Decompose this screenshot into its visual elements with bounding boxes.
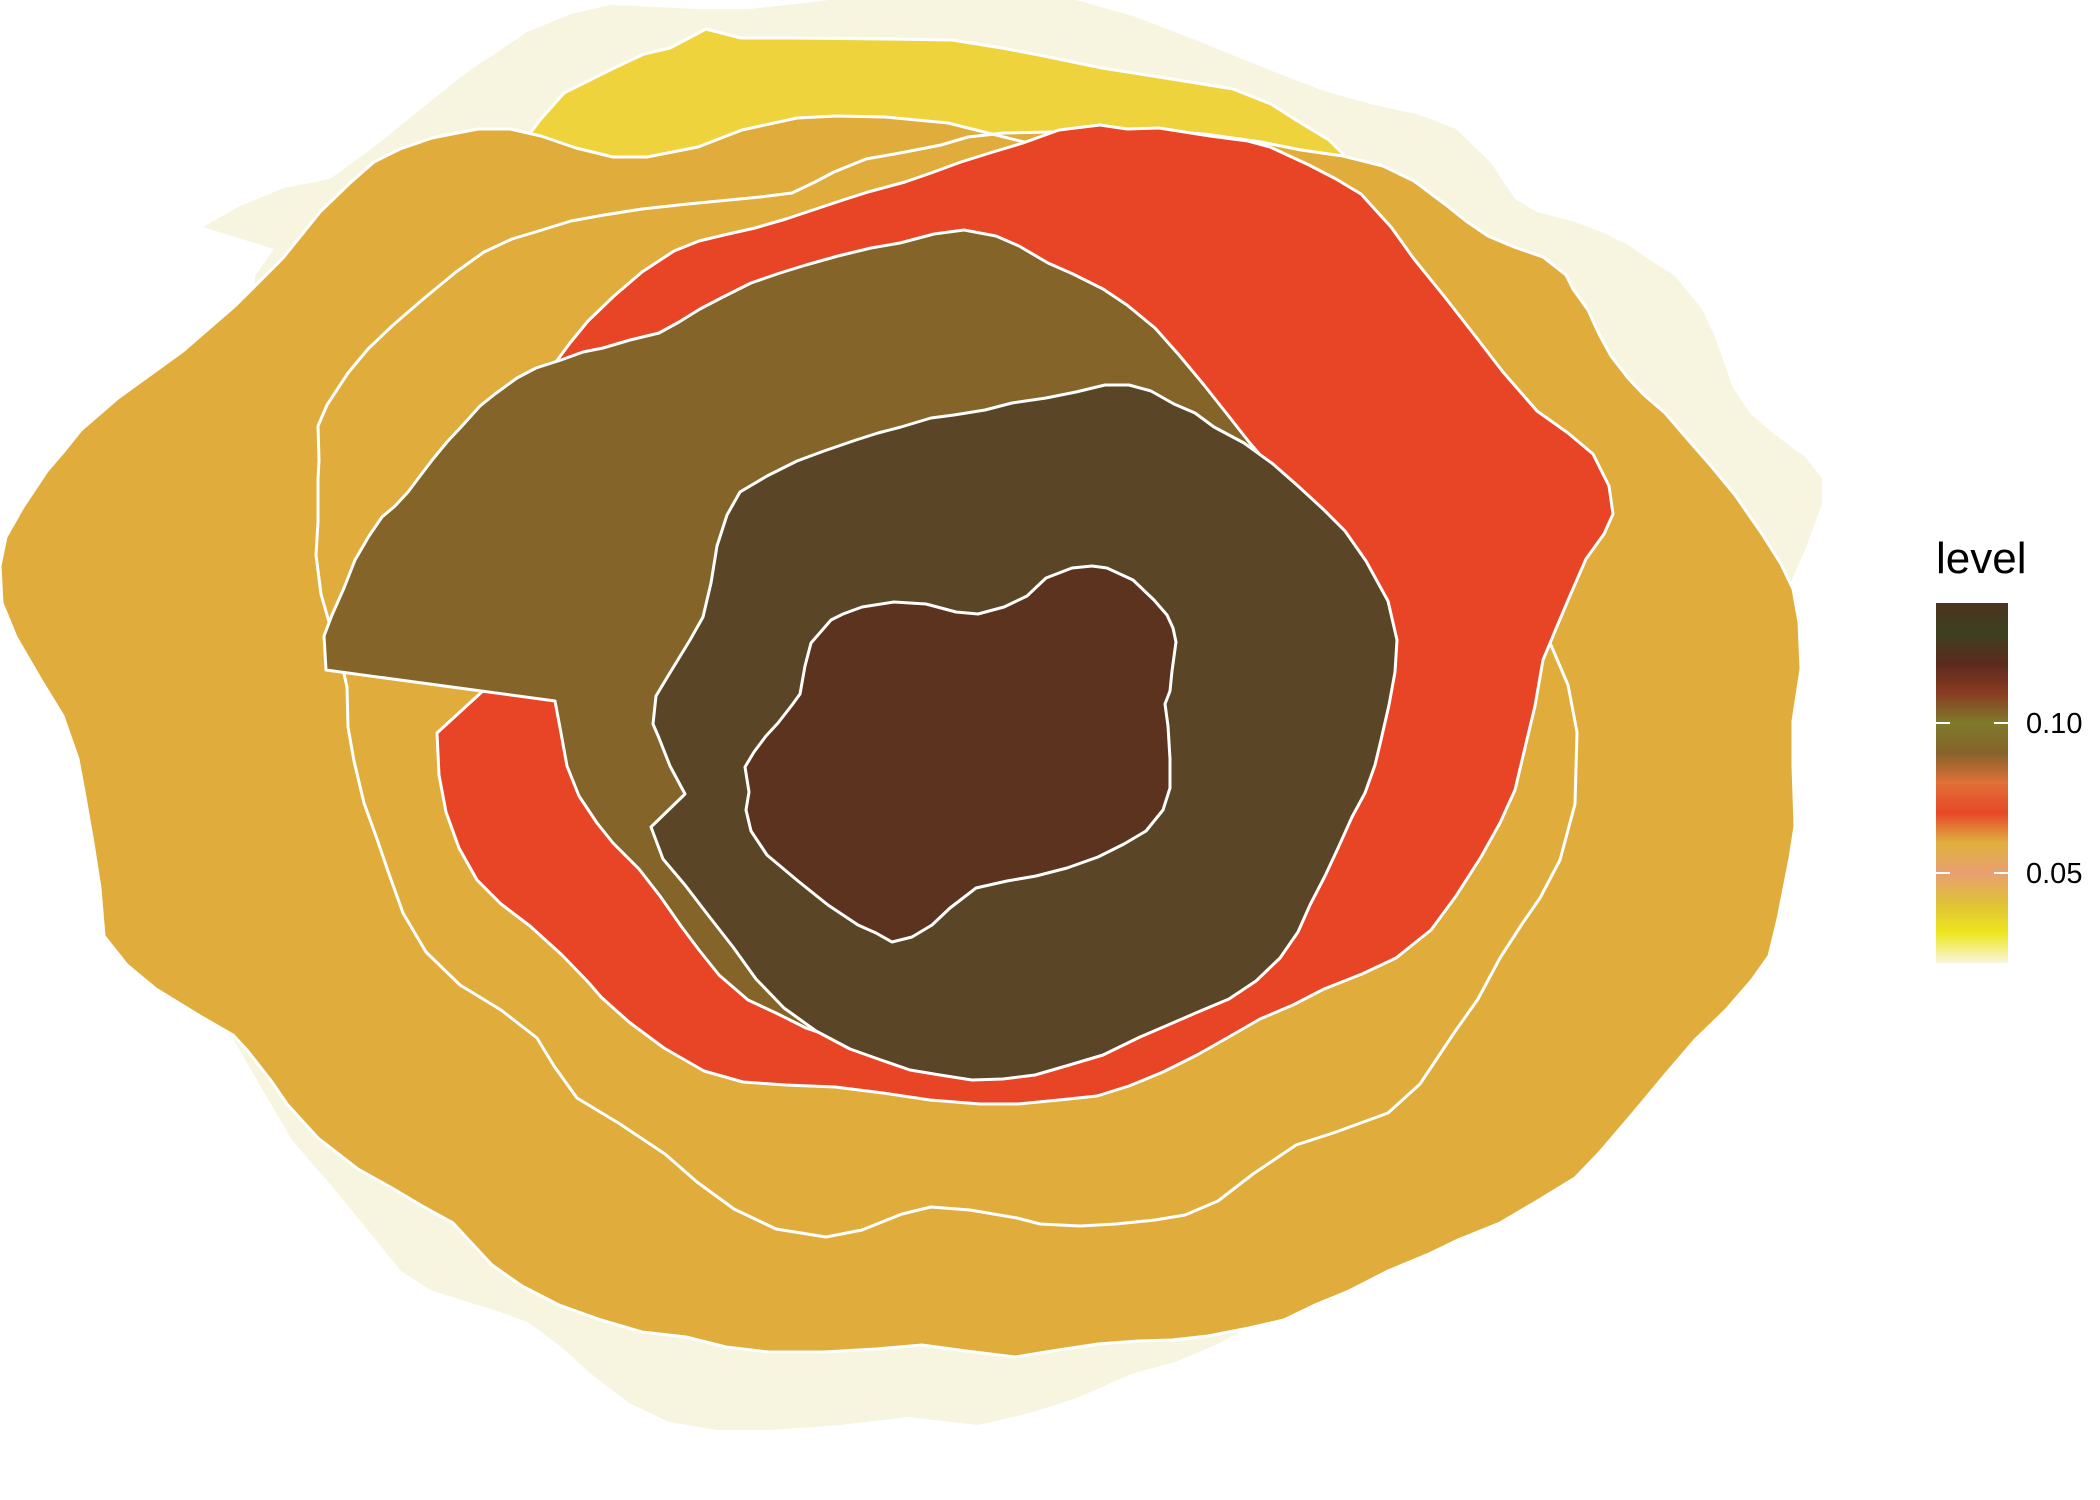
legend-title: level: [1936, 534, 2027, 583]
contour-bands: [0, 0, 1822, 1430]
colorbar-tick-label: 0.05: [2026, 858, 2082, 890]
colorbar-tick-label: 0.10: [2026, 708, 2082, 740]
colorbar: [1936, 603, 2008, 963]
colorbar-ticks: 0.05 0.10: [1936, 708, 2082, 890]
legend: level 0.05 0.10: [1936, 534, 2082, 963]
contour-band-level-0.14: [743, 564, 1178, 944]
